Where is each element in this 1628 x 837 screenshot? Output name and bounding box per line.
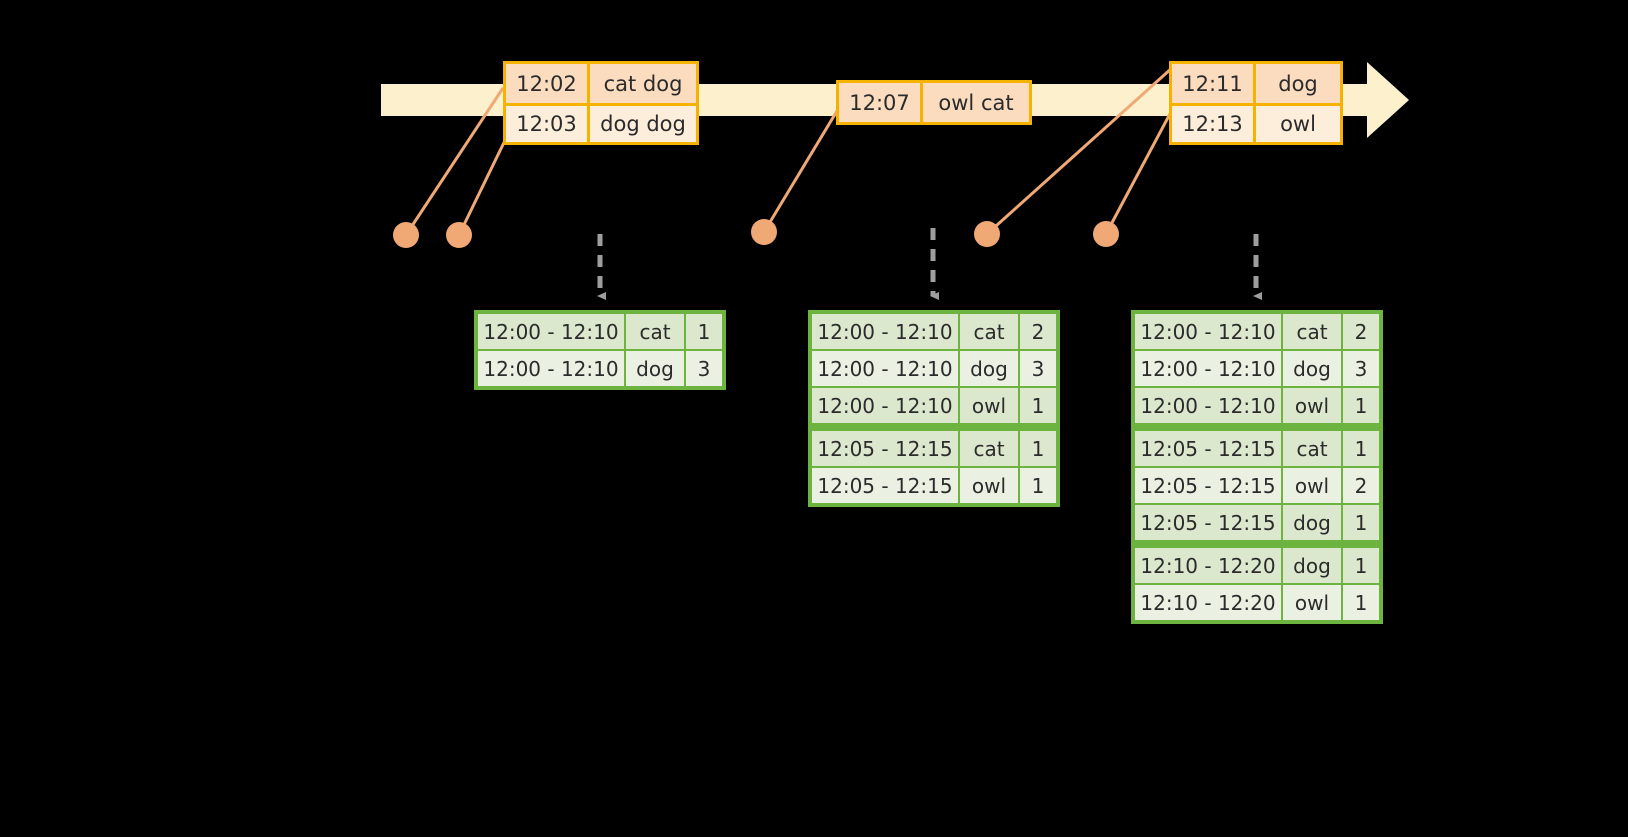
event-value: owl bbox=[1256, 103, 1340, 142]
window-group-separator bbox=[1135, 542, 1379, 546]
window-group-separator bbox=[1135, 425, 1379, 429]
cell-window: 12:00 - 12:10 bbox=[812, 314, 958, 349]
cell-key: owl bbox=[1283, 468, 1341, 503]
cell-count: 2 bbox=[1343, 468, 1379, 503]
event-value: dog bbox=[1278, 71, 1318, 96]
cell-key: owl bbox=[960, 388, 1018, 423]
cell-count: 1 bbox=[1343, 388, 1379, 423]
cell-window: 12:00 - 12:10 bbox=[1135, 351, 1281, 386]
cell-count: 2 bbox=[1343, 314, 1379, 349]
event-time: 12:07 bbox=[839, 83, 923, 122]
cell-count: 1 bbox=[1343, 431, 1379, 466]
connector-line bbox=[762, 105, 842, 233]
cell-count: 3 bbox=[1020, 351, 1056, 386]
cell-key: dog bbox=[1283, 505, 1341, 540]
cell-key: dog bbox=[1283, 548, 1341, 583]
cell-window: 12:05 - 12:15 bbox=[1135, 431, 1281, 466]
window-group-separator bbox=[812, 425, 1056, 429]
cell-key: cat bbox=[960, 314, 1018, 349]
cell-window: 12:10 - 12:20 bbox=[1135, 585, 1281, 620]
connector-line bbox=[404, 87, 505, 236]
event-group-1: 12:02 cat dog 12:03 dog dog bbox=[503, 61, 699, 145]
cell-count: 1 bbox=[1343, 505, 1379, 540]
cell-key: dog bbox=[960, 351, 1018, 386]
cell-window: 12:00 - 12:10 bbox=[1135, 388, 1281, 423]
cell-count: 3 bbox=[1343, 351, 1379, 386]
cell-count: 1 bbox=[1020, 431, 1056, 466]
cell-window: 12:05 - 12:15 bbox=[1135, 505, 1281, 540]
cell-count: 1 bbox=[686, 314, 722, 349]
cell-count: 2 bbox=[1020, 314, 1056, 349]
cell-key: cat bbox=[1283, 431, 1341, 466]
event-value: owl cat bbox=[938, 90, 1014, 115]
cell-key: cat bbox=[960, 431, 1018, 466]
cell-count: 1 bbox=[1020, 388, 1056, 423]
event-group-3: 12:11 dog 12:13 owl bbox=[1169, 61, 1343, 145]
cell-window: 12:00 - 12:10 bbox=[478, 351, 624, 386]
event-time: 12:02 bbox=[506, 64, 590, 103]
event-row: 12:07 owl cat bbox=[839, 83, 1029, 122]
event-row: 12:02 cat dog bbox=[506, 64, 696, 103]
connector-dot-5 bbox=[1093, 221, 1119, 247]
event-value: cat dog bbox=[603, 71, 683, 96]
cell-window: 12:00 - 12:10 bbox=[812, 388, 958, 423]
connector-dot-3 bbox=[751, 219, 777, 245]
cell-key: cat bbox=[1283, 314, 1341, 349]
event-time: 12:13 bbox=[1172, 103, 1256, 142]
cell-key: owl bbox=[1283, 388, 1341, 423]
connector-line bbox=[1104, 109, 1174, 235]
cell-window: 12:05 - 12:15 bbox=[812, 468, 958, 503]
cell-count: 1 bbox=[1020, 468, 1056, 503]
connector-dot-1 bbox=[393, 222, 419, 248]
event-row: 12:13 owl bbox=[1172, 103, 1340, 142]
cell-count: 3 bbox=[686, 351, 722, 386]
cell-key: dog bbox=[626, 351, 684, 386]
cell-window: 12:05 - 12:15 bbox=[1135, 468, 1281, 503]
event-row: 12:03 dog dog bbox=[506, 103, 696, 142]
cell-key: owl bbox=[1283, 585, 1341, 620]
cell-key: cat bbox=[626, 314, 684, 349]
flow-arrows bbox=[597, 228, 1262, 300]
event-group-2: 12:07 owl cat bbox=[836, 80, 1032, 125]
cell-window: 12:05 - 12:15 bbox=[812, 431, 958, 466]
connector-dot-4 bbox=[974, 221, 1000, 247]
event-time: 12:11 bbox=[1172, 64, 1256, 103]
cell-window: 12:00 - 12:10 bbox=[478, 314, 624, 349]
cell-window: 12:00 - 12:10 bbox=[1135, 314, 1281, 349]
cell-count: 1 bbox=[1343, 585, 1379, 620]
cell-count: 1 bbox=[1343, 548, 1379, 583]
event-time: 12:03 bbox=[506, 103, 590, 142]
event-value: dog dog bbox=[590, 103, 696, 142]
event-row: 12:11 dog bbox=[1172, 64, 1340, 103]
cell-window: 12:00 - 12:10 bbox=[812, 351, 958, 386]
connector-dot-2 bbox=[446, 222, 472, 248]
cell-key: dog bbox=[1283, 351, 1341, 386]
cell-window: 12:10 - 12:20 bbox=[1135, 548, 1281, 583]
cell-key: owl bbox=[960, 468, 1018, 503]
